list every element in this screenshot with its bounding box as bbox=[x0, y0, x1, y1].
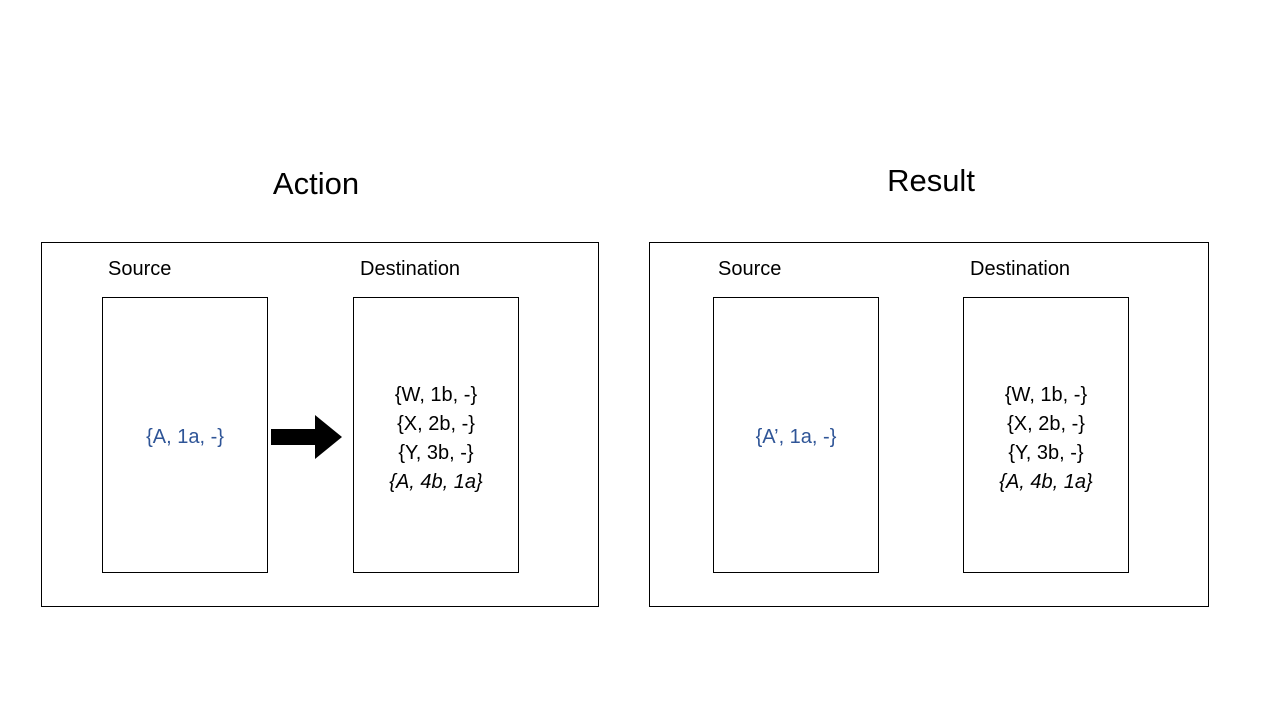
destination-tuple-list-action: {W, 1b, -} {X, 2b, -} {Y, 3b, -} {A, 4b,… bbox=[354, 381, 518, 497]
source-box-result[interactable]: {A’, 1a, -} bbox=[713, 297, 879, 573]
source-box-action[interactable]: {A, 1a, -} bbox=[102, 297, 268, 573]
panel-title-action: Action bbox=[272, 166, 360, 201]
tuple-line: {W, 1b, -} bbox=[1004, 384, 1088, 406]
column-label-source-action: Source bbox=[108, 258, 172, 280]
destination-tuple-list-result: {W, 1b, -} {X, 2b, -} {Y, 3b, -} {A, 4b,… bbox=[964, 381, 1128, 497]
column-label-destination-result: Destination bbox=[970, 258, 1071, 280]
tuple-line: {W, 1b, -} bbox=[394, 384, 478, 406]
tuple-line: {X, 2b, -} bbox=[397, 413, 475, 435]
panel-title-result: Result bbox=[887, 163, 975, 198]
tuple-line: {X, 2b, -} bbox=[1007, 413, 1085, 435]
source-tuple-list-action: {A, 1a, -} bbox=[103, 423, 267, 452]
column-label-destination-action: Destination bbox=[360, 258, 461, 280]
tuple-line: {A, 4b, 1a} bbox=[389, 471, 483, 493]
column-label-source-result: Source bbox=[718, 258, 782, 280]
tuple-line: {A, 1a, -} bbox=[146, 426, 224, 448]
destination-box-result[interactable]: {W, 1b, -} {X, 2b, -} {Y, 3b, -} {A, 4b,… bbox=[963, 297, 1129, 573]
tuple-line: {Y, 3b, -} bbox=[398, 442, 474, 464]
tuple-line: {A, 4b, 1a} bbox=[999, 471, 1093, 493]
source-tuple-list-result: {A’, 1a, -} bbox=[714, 423, 878, 452]
tuple-line: {A’, 1a, -} bbox=[755, 426, 837, 448]
right-arrow-icon bbox=[271, 413, 343, 461]
destination-box-action[interactable]: {W, 1b, -} {X, 2b, -} {Y, 3b, -} {A, 4b,… bbox=[353, 297, 519, 573]
tuple-line: {Y, 3b, -} bbox=[1008, 442, 1084, 464]
